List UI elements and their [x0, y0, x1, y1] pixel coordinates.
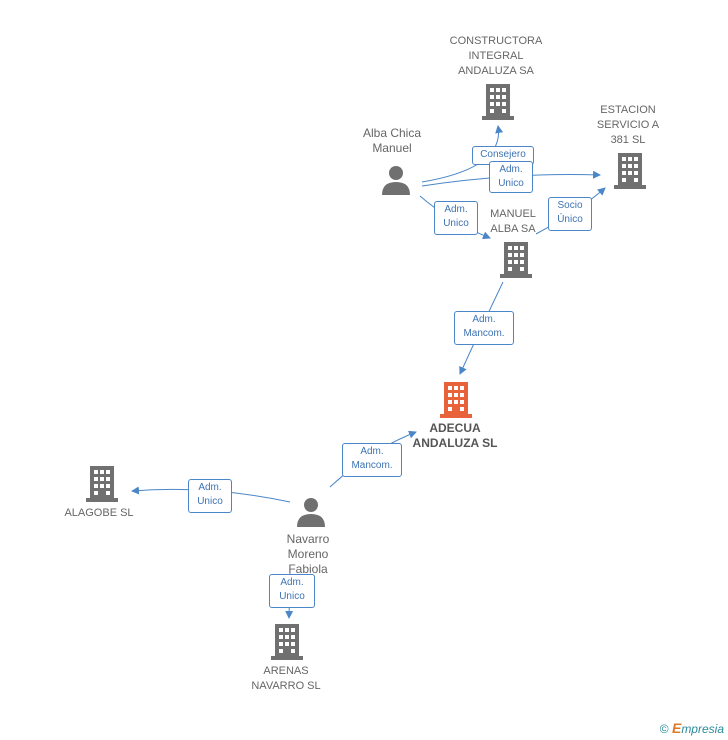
node-label-navarro: Navarro Moreno Fabiola [286, 532, 330, 576]
relation-adm-unico-left[interactable]: Adm. Unico [434, 201, 478, 235]
relation-adm-mancom-bottom[interactable]: Adm. Mancom. [342, 443, 402, 477]
relation-adm-unico-top[interactable]: Adm. Unico [489, 161, 533, 193]
node-label-constructora: CONSTRUCTORA INTEGRAL ANDALUZA SA [449, 35, 543, 77]
brand-logo-initial: E [671, 720, 682, 736]
node-label-adecua: ADECUA ANDALUZA SL [412, 421, 498, 450]
footer-brand: © Empresia [660, 720, 724, 736]
building-icon[interactable] [500, 242, 532, 278]
person-icon[interactable] [295, 496, 327, 528]
node-label-estacion: ESTACION SERVICIO A 381 SL [596, 104, 660, 146]
node-label-alagobe: ALAGOBE SL [64, 507, 134, 519]
building-icon[interactable] [440, 382, 472, 418]
node-label-arenas: ARENAS NAVARRO SL [251, 665, 321, 692]
copyright-icon: © [659, 722, 669, 736]
building-icon[interactable] [482, 84, 514, 120]
node-label-manuel-alba: MANUEL ALBA SA [490, 208, 536, 235]
person-icon[interactable] [380, 164, 412, 196]
node-label-alba-chica: Alba Chica Manuel [362, 126, 422, 155]
relation-adm-unico-arenas[interactable]: Adm. Unico [269, 574, 315, 608]
brand-name: mpresia [681, 722, 724, 736]
relation-adm-unico-alagobe[interactable]: Adm. Unico [188, 479, 232, 513]
building-icon[interactable] [614, 153, 646, 189]
relation-adm-mancom-top[interactable]: Adm. Mancom. [454, 311, 514, 345]
relation-socio-unico[interactable]: Socio Único [548, 197, 592, 231]
building-icon[interactable] [271, 624, 303, 660]
building-icon[interactable] [86, 466, 118, 502]
